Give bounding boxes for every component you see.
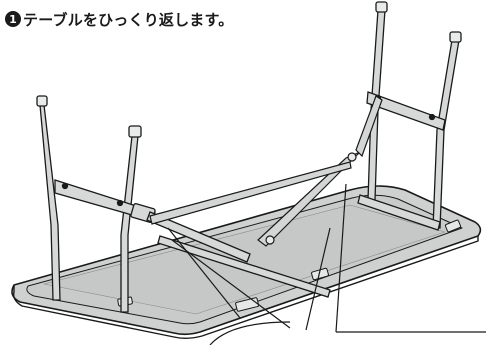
step-instruction: テーブルをひっくり返します。 [23,10,234,29]
step-caption: 1 テーブルをひっくり返します。 [5,6,233,32]
step-number-badge: 1 [5,11,21,27]
diagonal-braces [149,95,383,247]
callout-lines [167,183,486,345]
left-leg-frame [36,95,331,313]
